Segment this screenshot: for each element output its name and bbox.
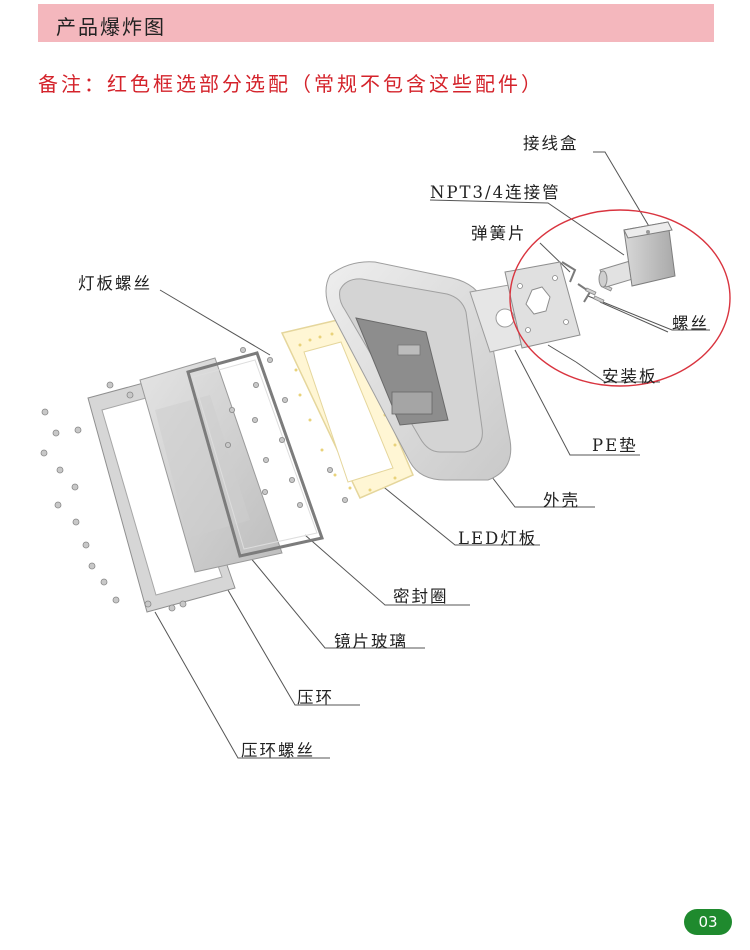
label-npt-pipe: NPT3/4连接管 <box>430 183 561 202</box>
mounting-plate <box>504 261 581 349</box>
label-seal-ring: 密封圈 <box>393 587 449 606</box>
optional-parts-circle <box>509 209 731 387</box>
label-mounting-plate: 安装板 <box>602 367 658 386</box>
seal-ring <box>186 351 324 558</box>
led-board <box>280 317 414 499</box>
page-title: 产品爆炸图 <box>56 15 166 39</box>
label-spring-clip: 弹簧片 <box>471 224 527 243</box>
page-number-badge: 03 <box>684 909 732 935</box>
header-bar: 产品爆炸图 <box>38 4 714 42</box>
lamp-board-screw-icons <box>224 346 348 508</box>
press-ring-screw-icons <box>40 381 187 612</box>
label-lens-glass: 镜片玻璃 <box>334 632 408 651</box>
label-lamp-board-screw: 灯板螺丝 <box>78 274 152 293</box>
label-housing: 外壳 <box>543 491 580 510</box>
junction-box <box>623 221 676 287</box>
label-press-ring: 压环 <box>297 688 334 707</box>
optional-note: 备注：红色框选部分选配（常规不包含这些配件） <box>38 72 544 96</box>
leader-lines <box>154 151 710 759</box>
label-screw: 螺丝 <box>672 314 709 333</box>
label-junction-box: 接线盒 <box>523 134 579 153</box>
label-press-ring-screw: 压环螺丝 <box>241 741 315 760</box>
housing <box>325 261 512 481</box>
label-led-board: LED灯板 <box>458 529 538 548</box>
label-pe-pad: PE垫 <box>592 436 638 455</box>
